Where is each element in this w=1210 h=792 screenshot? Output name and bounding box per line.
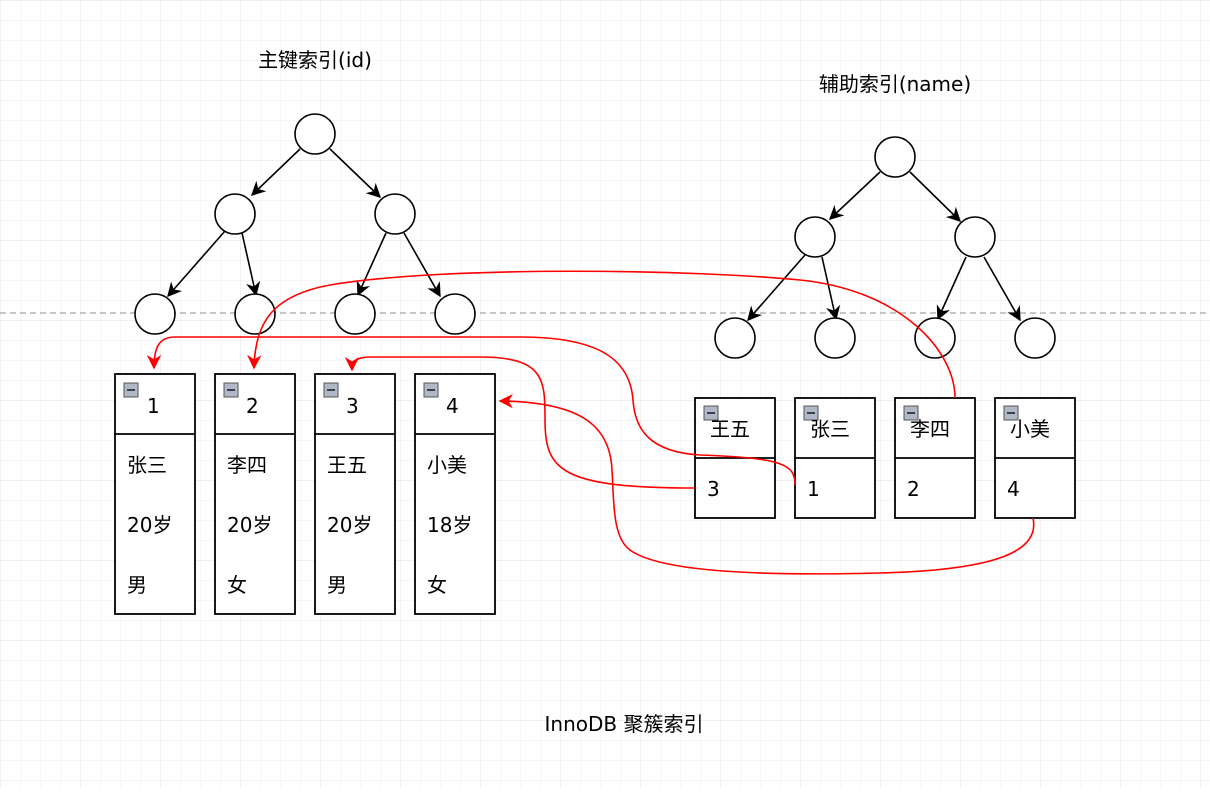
secondary-inner-node	[954, 216, 996, 258]
primary-tree-edges	[167, 148, 441, 298]
primary-inner-node	[214, 193, 256, 235]
secondary-index-title: 辅助索引(name)	[819, 72, 971, 96]
secondary-inner-node	[794, 216, 836, 258]
record-pk: 4	[1007, 477, 1020, 501]
record-box	[214, 373, 296, 615]
primary-edge	[329, 148, 382, 198]
collapse-icon[interactable]	[903, 405, 919, 421]
record-name: 李四	[910, 417, 950, 441]
secondary-record-3: 李四 2	[894, 397, 976, 519]
secondary-leaf-node	[814, 317, 856, 359]
primary-edge	[250, 148, 301, 196]
secondary-tree-nodes	[714, 136, 1056, 359]
primary-leaf-node	[334, 293, 376, 335]
primary-record-4: 4 小美 18岁 女	[414, 373, 496, 615]
record-age: 20岁	[227, 513, 272, 537]
secondary-leaf-node	[914, 317, 956, 359]
primary-record-2: 2 李四 20岁 女	[214, 373, 296, 615]
pk-pointer-arrows	[146, 270, 1035, 575]
pointer-arrow-2	[247, 270, 956, 399]
record-name: 李四	[227, 453, 267, 477]
record-box	[314, 373, 396, 615]
primary-edge	[403, 232, 441, 298]
collapse-icon[interactable]	[123, 382, 139, 398]
record-age: 20岁	[127, 513, 172, 537]
record-name: 小美	[1010, 417, 1050, 441]
primary-tree-nodes	[134, 113, 476, 335]
secondary-root-node	[874, 136, 916, 178]
primary-edge	[356, 232, 387, 297]
primary-index-title: 主键索引(id)	[258, 48, 372, 72]
secondary-record-1: 王五 3	[694, 397, 776, 519]
secondary-leaf-node	[1014, 317, 1056, 359]
secondary-leaf-node	[714, 317, 756, 359]
primary-edge	[241, 232, 261, 297]
collapse-icon[interactable]	[423, 382, 439, 398]
secondary-tree-edges	[747, 171, 1021, 322]
collapse-icon[interactable]	[703, 405, 719, 421]
pointer-arrow-1	[146, 336, 796, 486]
primary-leaf-node	[134, 293, 176, 335]
primary-leaf-node	[434, 293, 476, 335]
record-id: 1	[147, 394, 160, 418]
pointer-arrow-4	[498, 393, 1035, 575]
record-name: 张三	[810, 417, 850, 441]
record-pk: 2	[907, 477, 920, 501]
record-pk: 1	[807, 477, 820, 501]
secondary-record-2: 张三 1	[794, 397, 876, 519]
record-id: 4	[446, 394, 459, 418]
record-pk: 3	[707, 477, 720, 501]
record-id: 3	[346, 394, 359, 418]
primary-root-node	[294, 113, 336, 155]
primary-leaf-node	[234, 293, 276, 335]
record-name: 小美	[427, 453, 467, 477]
record-name: 王五	[710, 417, 750, 441]
collapse-icon[interactable]	[1003, 405, 1019, 421]
collapse-icon[interactable]	[223, 382, 239, 398]
record-sex: 男	[327, 573, 347, 597]
collapse-icon[interactable]	[803, 405, 819, 421]
record-id: 2	[246, 394, 259, 418]
record-sex: 男	[127, 573, 147, 597]
secondary-record-4: 小美 4	[994, 397, 1076, 519]
secondary-edge	[821, 256, 841, 321]
secondary-edge	[747, 254, 806, 322]
secondary-edge	[828, 171, 881, 220]
record-sex: 女	[427, 573, 447, 597]
primary-record-1: 1 张三 20岁 男	[114, 373, 196, 615]
primary-inner-node	[374, 193, 416, 235]
primary-record-3: 3 王五 20岁 男	[314, 373, 396, 615]
secondary-edge	[936, 256, 967, 321]
record-box	[414, 373, 496, 615]
pointer-arrow-3	[344, 356, 696, 489]
collapse-icon[interactable]	[323, 382, 339, 398]
record-age: 18岁	[427, 513, 472, 537]
diagram-caption: InnoDB 聚簇索引	[545, 712, 704, 736]
secondary-edge	[983, 256, 1021, 322]
record-name: 张三	[127, 453, 167, 477]
record-box	[114, 373, 196, 615]
record-age: 20岁	[327, 513, 372, 537]
secondary-edge	[909, 171, 962, 223]
record-sex: 女	[227, 573, 247, 597]
record-name: 王五	[327, 453, 367, 477]
primary-edge	[167, 230, 226, 298]
